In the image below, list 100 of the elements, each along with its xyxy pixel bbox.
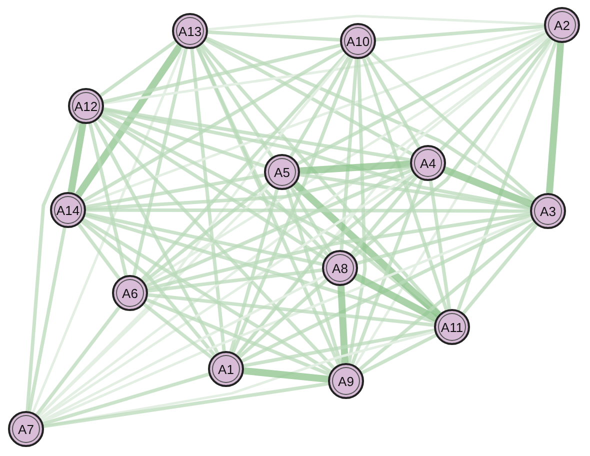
network-edge <box>148 293 434 327</box>
network-edge <box>104 107 410 162</box>
network-edge <box>40 172 414 420</box>
network-edge <box>85 173 265 209</box>
network-edge <box>456 41 558 311</box>
network-edge <box>462 224 538 314</box>
network-edge <box>86 208 530 213</box>
node-label: A1 <box>218 362 234 376</box>
node-label: A4 <box>420 156 436 170</box>
network-edge <box>140 53 348 281</box>
network-edge <box>75 44 183 198</box>
network-edge <box>546 42 564 194</box>
network-edge <box>38 54 348 418</box>
node-circle <box>340 23 376 59</box>
network-edge <box>290 186 332 254</box>
network-edge <box>286 188 342 364</box>
network-edge <box>350 179 424 365</box>
network-edge <box>350 176 418 256</box>
network-edge <box>241 217 533 363</box>
network-edge <box>42 372 210 426</box>
node-label: A5 <box>274 164 290 180</box>
network-edge <box>85 212 323 266</box>
node-label: A11 <box>440 320 464 334</box>
network-edge <box>132 48 188 276</box>
network-edge <box>86 165 411 211</box>
network-edge <box>190 48 226 352</box>
node-circle <box>264 154 300 190</box>
network-edge <box>208 30 340 42</box>
node-label: A2 <box>554 18 570 32</box>
node-label: A8 <box>332 260 348 276</box>
network-edge <box>92 121 220 354</box>
node-circle <box>8 411 44 447</box>
network-edge <box>338 286 348 364</box>
network-edge <box>146 168 412 288</box>
network-edge <box>38 184 270 418</box>
network-edge <box>82 218 332 374</box>
node-label: A12 <box>74 98 98 114</box>
network-edge <box>443 166 533 208</box>
node-label: A3 <box>540 204 556 218</box>
network-edge <box>244 367 328 383</box>
network-edge <box>300 160 410 174</box>
network-edge <box>26 122 80 412</box>
network-edge <box>356 214 532 265</box>
network-edge <box>376 24 544 42</box>
node-label: A10 <box>346 34 370 48</box>
network-edge <box>289 56 351 158</box>
network-edge <box>428 180 452 310</box>
network-edge <box>143 182 269 284</box>
network-edge <box>352 38 553 258</box>
node-label: A7 <box>18 422 34 436</box>
node-label: A13 <box>178 24 202 38</box>
node-circle <box>434 309 470 345</box>
network-edge <box>347 58 367 364</box>
network-edge <box>340 58 358 250</box>
network-edge <box>229 188 279 352</box>
network-edge <box>77 223 121 280</box>
node-circle <box>112 275 148 311</box>
network-edge <box>41 275 325 422</box>
network-edge <box>204 38 414 156</box>
node-label: A9 <box>338 374 354 388</box>
network-edge <box>354 273 438 322</box>
network-edge <box>143 302 213 360</box>
network-edge <box>103 44 341 104</box>
network-edge <box>68 123 86 193</box>
node-circle <box>208 351 244 387</box>
node-label: A6 <box>122 286 138 300</box>
network-edge <box>97 118 335 370</box>
node-circle <box>544 7 580 43</box>
network-edge <box>439 36 551 152</box>
node-circle <box>410 145 446 181</box>
network-edge <box>198 45 274 158</box>
network-edge <box>361 334 437 374</box>
network-edge <box>28 227 66 412</box>
network-edge <box>238 278 328 358</box>
node-circle <box>68 88 104 124</box>
network-edge <box>292 182 442 318</box>
network-edge <box>88 123 128 276</box>
network-edge <box>100 114 326 260</box>
node-circle <box>530 193 566 229</box>
network-edge <box>208 14 544 31</box>
network-edge <box>236 173 416 356</box>
network-edge <box>370 52 536 200</box>
network-edge <box>104 27 545 105</box>
network-edge <box>80 220 216 356</box>
network-edge <box>196 46 340 366</box>
network-edge <box>82 48 344 202</box>
node-circle <box>50 192 86 228</box>
network-edge <box>362 58 448 310</box>
network-edge <box>42 216 532 423</box>
network-edge <box>206 36 534 203</box>
network-edge <box>297 32 547 166</box>
network-edge <box>147 212 530 290</box>
network-edge <box>146 298 330 376</box>
node-circle <box>172 13 208 49</box>
network-edge <box>300 172 530 210</box>
network-edge <box>84 214 436 324</box>
network-edge <box>144 33 548 285</box>
network-edge <box>148 268 322 293</box>
network-edge <box>100 40 176 97</box>
network-edge <box>200 43 442 315</box>
